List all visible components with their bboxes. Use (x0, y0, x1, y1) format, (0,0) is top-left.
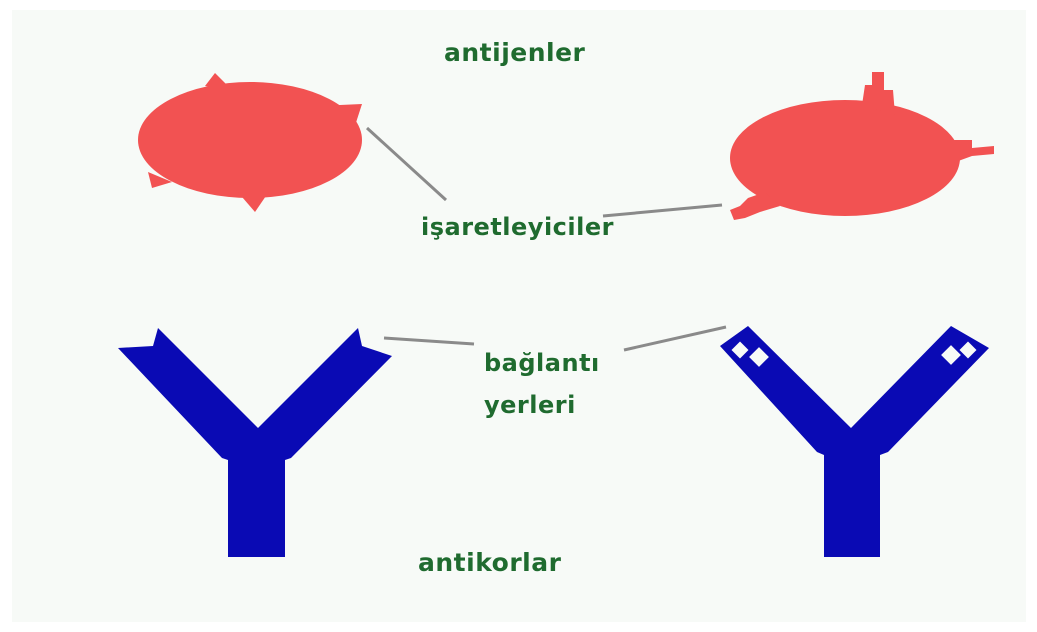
binding-sites-label-line1: bağlantı (484, 349, 600, 377)
antibody-right (720, 326, 989, 557)
antigens-label: antijenler (444, 38, 585, 67)
pointer-line-binding-left (384, 338, 474, 344)
antibodies-label: antikorlar (418, 548, 561, 577)
pointer-line-markers-left (367, 128, 446, 200)
antigen-right (730, 72, 994, 220)
antibody-left-shape (118, 328, 392, 557)
antigen-left-spike-bottom (236, 190, 270, 212)
binding-sites-label-line2: yerleri (484, 391, 576, 419)
antibody-left (118, 328, 392, 557)
pointer-line-markers-right (603, 205, 722, 216)
antigen-left (138, 73, 362, 212)
markers-label: işaretleyiciler (421, 213, 614, 241)
antigen-left-body (138, 82, 362, 198)
pointer-line-binding-right (624, 327, 726, 350)
antigen-right-spike-right (950, 140, 994, 164)
